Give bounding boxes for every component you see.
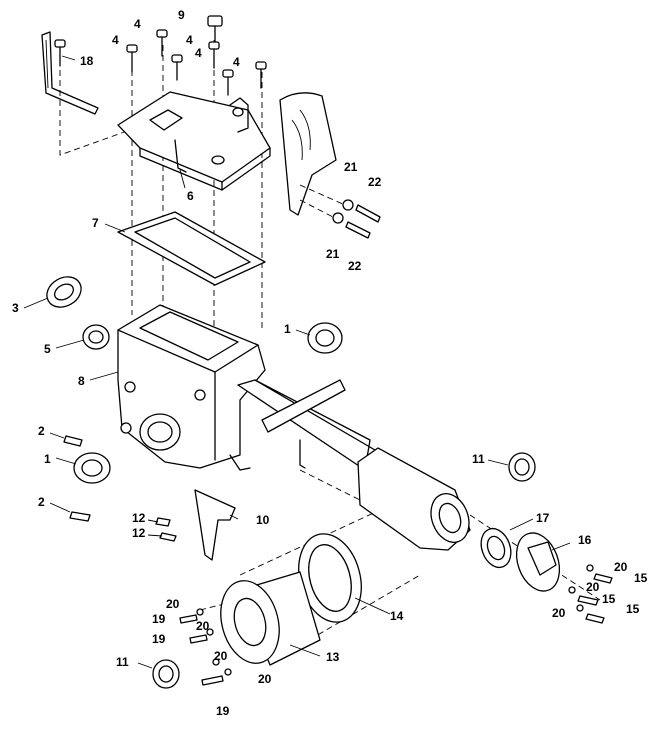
left-seals [46, 276, 110, 350]
part-11-seal-left [152, 659, 180, 689]
part-1-bearing-left [73, 452, 111, 484]
callout-1-left: 1 [44, 452, 51, 466]
callout-15a: 15 [634, 571, 648, 585]
callout-20f: 20 [214, 649, 228, 663]
callout-20e: 20 [196, 619, 210, 633]
part-10-bracket [194, 489, 236, 561]
callout-4b: 4 [186, 33, 193, 47]
top-bolts [54, 15, 267, 96]
part-17-gasket-ring [480, 527, 512, 569]
callout-15c: 15 [626, 602, 640, 616]
callout-12a: 12 [132, 511, 146, 525]
callout-21b: 21 [326, 247, 340, 261]
part-7-gasket [117, 211, 266, 286]
callout-4e: 4 [195, 46, 202, 60]
side-shield [279, 92, 337, 216]
callout-7: 7 [92, 216, 99, 230]
callout-21a: 21 [344, 160, 358, 174]
callout-18: 18 [80, 54, 94, 68]
callout-5: 5 [44, 342, 51, 356]
callout-11-left: 11 [116, 655, 129, 669]
callout-4d: 4 [233, 55, 240, 69]
part-13-hub [220, 571, 321, 666]
part-8-gear-housing [117, 304, 266, 471]
callout-1-right: 1 [284, 322, 291, 336]
callout-2a: 2 [38, 424, 45, 438]
callout-15b: 15 [602, 592, 616, 606]
tine-hub-housing [357, 447, 471, 551]
part-16-end-cap [515, 532, 561, 592]
callout-17: 17 [536, 511, 550, 525]
callout-22a: 22 [368, 175, 382, 189]
callout-12b: 12 [132, 526, 146, 540]
shield-hardware [299, 184, 381, 239]
callout-20d: 20 [166, 597, 180, 611]
callout-16: 16 [578, 533, 592, 547]
callout-20g: 20 [258, 672, 272, 686]
part-6-top-cover [117, 91, 271, 191]
part-18-bracket-rod [41, 31, 99, 115]
part-12-screws [155, 517, 177, 542]
shaft-tube [237, 379, 376, 471]
callout-4c: 4 [112, 33, 119, 47]
callout-20c: 20 [552, 606, 566, 620]
end-cap-screws [568, 564, 613, 624]
callout-2b: 2 [38, 495, 45, 509]
callout-20b: 20 [586, 580, 600, 594]
hub-bolts [179, 608, 232, 686]
part-1-bearing-right [307, 322, 343, 354]
callout-19a: 19 [152, 612, 166, 626]
callout-3: 3 [12, 301, 19, 315]
part-11-seal-right [508, 452, 536, 482]
callout-14: 14 [390, 609, 404, 623]
callout-22b: 22 [348, 259, 362, 273]
callout-4a: 4 [134, 17, 141, 31]
callout-19c: 19 [216, 704, 230, 718]
part-2-bolts [63, 435, 91, 522]
callout-10: 10 [256, 513, 270, 527]
callout-6: 6 [187, 189, 194, 203]
leader-lines [23, 55, 571, 669]
callout-9: 9 [178, 8, 185, 22]
callout-20a: 20 [614, 560, 628, 574]
callout-11-right: 11 [472, 452, 485, 466]
callout-19b: 19 [152, 632, 166, 646]
callout-13: 13 [326, 650, 340, 664]
callout-8: 8 [78, 374, 85, 388]
